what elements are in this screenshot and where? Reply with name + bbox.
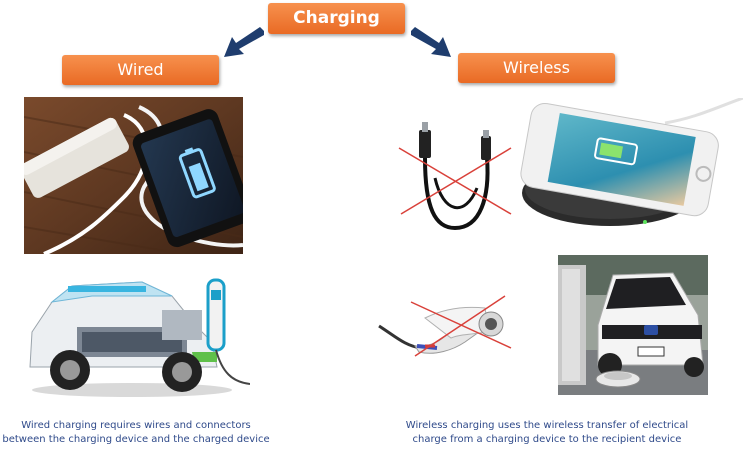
wireless-caption: Wireless charging uses the wireless tran… — [386, 419, 708, 447]
wired-car-image — [22, 272, 250, 400]
crossed-plug-image — [375, 288, 515, 360]
wireless-box: Wireless — [458, 53, 615, 83]
crossed-cable-image — [395, 118, 515, 233]
charging-title: Charging — [268, 3, 405, 34]
wired-caption-line-2: between the charging device and the char… — [2, 434, 270, 445]
wired-caption-line-1: Wired charging requires wires and connec… — [21, 420, 251, 431]
arrow-down-right-icon — [411, 27, 451, 57]
wired-caption: Wired charging requires wires and connec… — [0, 419, 272, 447]
wireless-caption-line-1: Wireless charging uses the wireless tran… — [405, 420, 689, 431]
wireless-car-image — [558, 255, 708, 395]
wired-phone-image — [24, 97, 243, 254]
arrow-down-left-icon — [224, 27, 264, 57]
wired-box: Wired — [62, 55, 219, 85]
wireless-caption-line-2: charge from a charging device to the rec… — [412, 434, 682, 445]
wireless-pad-image — [515, 98, 743, 228]
